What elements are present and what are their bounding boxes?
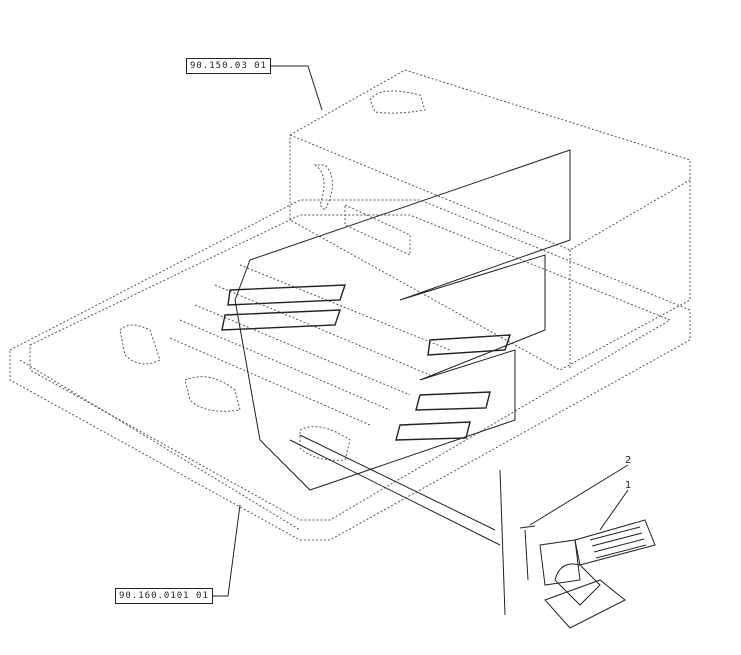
top-ref-label[interactable]: 90.150.03 01 — [186, 58, 272, 74]
panel-stripe — [395, 421, 471, 441]
console-handle — [313, 164, 333, 211]
pedal-body — [554, 563, 601, 606]
pedal-tread — [589, 526, 641, 541]
screw — [524, 529, 529, 581]
pedal-assembly — [519, 464, 656, 629]
floor-inner-edge — [29, 214, 672, 521]
floor-panel-outline — [234, 149, 571, 491]
rear-console — [289, 69, 691, 371]
floor-rib — [194, 304, 411, 396]
panel-stripe — [415, 391, 491, 411]
pedal-plate — [574, 519, 656, 566]
pedal-cutout — [119, 324, 161, 365]
callout-item-2: 2 — [625, 455, 632, 466]
floor-rib — [169, 337, 371, 426]
floor-rib — [239, 264, 451, 351]
bottom-ref-leader — [213, 504, 241, 597]
item-1-leader — [599, 489, 629, 531]
console-panel — [344, 204, 411, 256]
console-top-edge — [289, 134, 691, 251]
floor-rib — [214, 284, 431, 376]
item-2-leader — [529, 464, 629, 526]
panel-stripe — [221, 309, 341, 331]
console-slot — [369, 90, 426, 114]
pedal-cutout — [299, 426, 351, 461]
pedal-tread — [591, 532, 643, 547]
pedal-tread — [593, 538, 645, 553]
detail-bracket — [499, 469, 506, 616]
detail-leader — [299, 434, 496, 531]
callout-item-1: 1 — [625, 480, 632, 491]
pedal-base — [544, 579, 626, 629]
detail-leader — [289, 439, 501, 546]
panel-stripe — [227, 284, 346, 306]
bottom-ref-label[interactable]: 90.160.0101 01 — [115, 588, 213, 604]
floor-outline — [9, 199, 691, 541]
top-ref-leader — [270, 65, 323, 111]
pedal-hinge — [539, 539, 581, 586]
panel-stripe — [427, 334, 511, 356]
pedal-tread — [595, 544, 647, 559]
floor-lip — [19, 359, 301, 531]
pedal-cutout — [184, 376, 241, 412]
floor-rib — [179, 319, 391, 411]
screw-head — [519, 525, 536, 529]
